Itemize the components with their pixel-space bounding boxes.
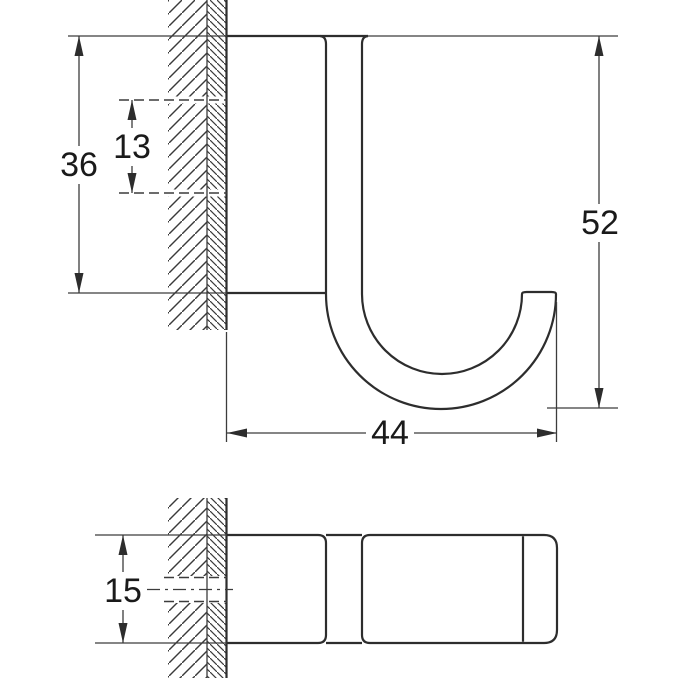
arrow-down-icon (127, 173, 137, 193)
arrow-right-icon (537, 428, 557, 438)
arrow-down-icon (594, 388, 604, 408)
side-view (68, 0, 618, 411)
dim-label-bg (110, 128, 154, 166)
hook-outline (319, 34, 558, 411)
dim-44-label: 44 (371, 414, 409, 452)
dim-36-label: 36 (60, 146, 98, 184)
dim-52-label: 52 (581, 204, 619, 242)
arrow-up-icon (74, 36, 84, 56)
side-view-dimensions: 36 13 52 44 (57, 36, 623, 453)
dim-label-bg (577, 204, 623, 242)
dim-label-bg (57, 146, 101, 184)
dim-label-bg (100, 572, 146, 610)
dim-label-bg (366, 413, 414, 453)
arrow-left-icon (227, 428, 247, 438)
arrow-down-icon (74, 273, 84, 293)
arrow-up-icon (118, 535, 128, 555)
wall-hatch-plaster (168, 0, 207, 330)
hook-body-outline (360, 533, 559, 645)
arrow-down-icon (118, 623, 128, 643)
dim-15-label: 15 (104, 572, 142, 610)
arrow-up-icon (594, 36, 604, 56)
top-view: 15 (95, 498, 559, 678)
dim-13-label: 13 (113, 128, 151, 166)
wall-hatch-tile (207, 0, 227, 330)
plate-outline (227, 533, 328, 645)
arrow-up-icon (127, 100, 137, 120)
